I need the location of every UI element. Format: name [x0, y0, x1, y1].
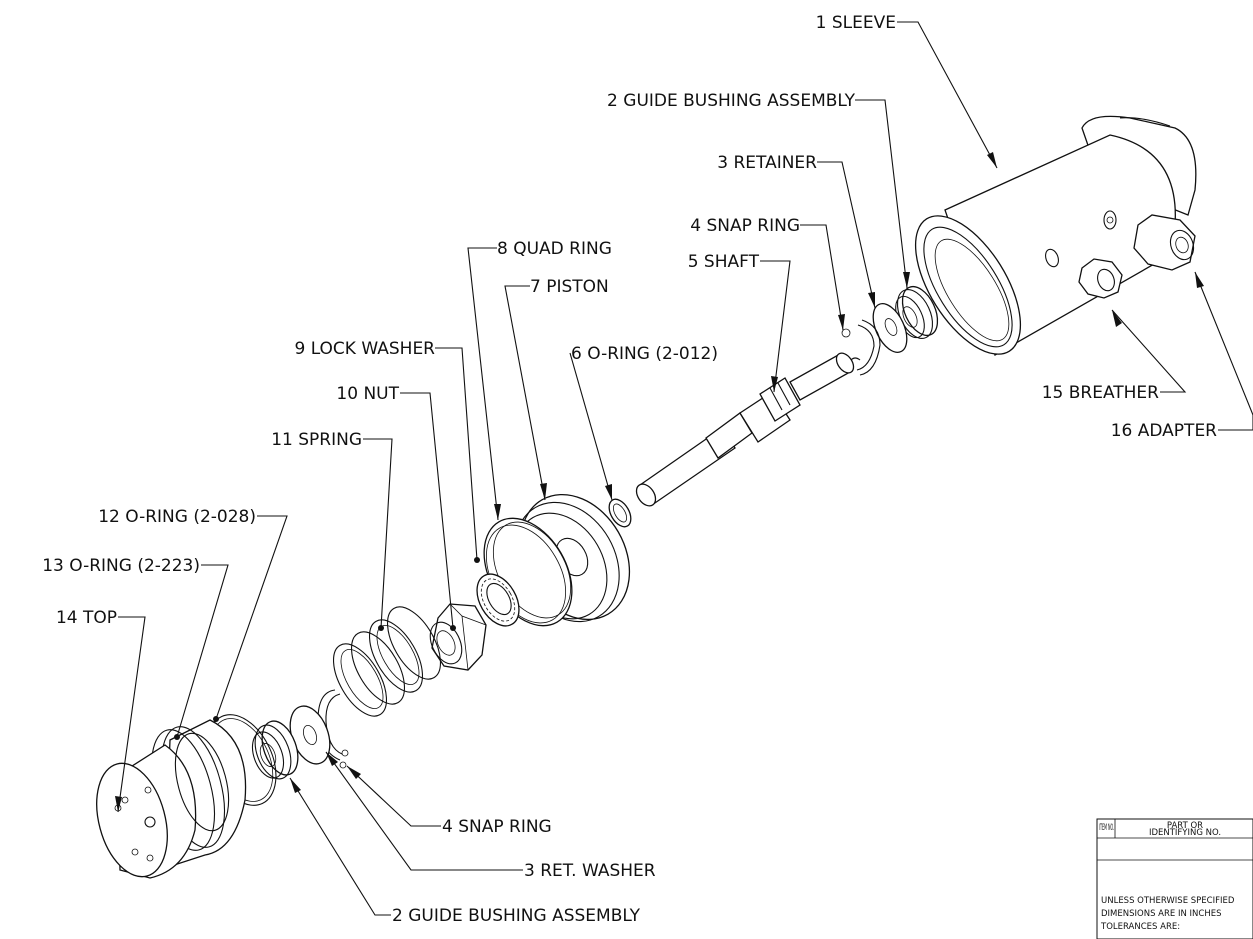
nut-part	[429, 603, 487, 671]
label-adapter: 16 ADAPTER	[1111, 421, 1217, 441]
lock-washer-part	[476, 573, 520, 627]
label-snap-ring-bottom: 4 SNAP RING	[442, 817, 552, 837]
label-o-ring-028: 12 O-RING (2-028)	[98, 507, 256, 527]
sleeve-part	[914, 115, 1197, 356]
spring-part	[332, 606, 442, 717]
label-piston: 7 PISTON	[530, 277, 609, 297]
label-snap-ring-top: 4 SNAP RING	[690, 216, 800, 236]
label-retainer: 3 RETAINER	[717, 153, 817, 173]
breather-part	[1078, 258, 1123, 299]
label-nut: 10 NUT	[336, 384, 399, 404]
label-quad-ring: 8 QUAD RING	[497, 239, 612, 259]
label-lock-washer: 9 LOCK WASHER	[294, 339, 435, 359]
leader-lines	[115, 21, 1253, 916]
top-part	[96, 719, 247, 879]
o-ring-223-part	[174, 732, 230, 832]
guide-bushing-top-part	[895, 285, 939, 339]
label-guide-bushing-top: 2 GUIDE BUSHING ASSEMBLY	[607, 91, 856, 111]
part-no-header-line1: PART OR	[1167, 821, 1203, 831]
item-no-header: ITEM NO.	[1099, 823, 1114, 833]
label-sleeve: 1 SLEEVE	[816, 13, 896, 33]
label-spring: 11 SPRING	[271, 430, 362, 450]
o-ring-012-part	[608, 498, 632, 528]
label-top: 14 TOP	[56, 608, 117, 628]
title-block: ITEM NO. PART OR IDENTIFYING NO. UNLESS …	[1096, 818, 1253, 939]
spec-note-line2: DIMENSIONS ARE IN INCHES	[1101, 909, 1221, 919]
adapter-part	[1133, 214, 1196, 271]
label-ret-washer: 3 RET. WASHER	[524, 861, 656, 881]
shaft-part	[635, 352, 855, 507]
label-shaft: 5 SHAFT	[688, 252, 760, 272]
label-breather: 15 BREATHER	[1042, 383, 1159, 403]
spec-note-line1: UNLESS OTHERWISE SPECIFIED	[1101, 896, 1235, 906]
label-o-ring-012: 6 O-RING (2-012)	[571, 344, 718, 364]
part-no-header-line2: IDENTIFYING NO.	[1149, 828, 1221, 838]
label-guide-bushing-bottom: 2 GUIDE BUSHING ASSEMBLY	[392, 906, 641, 926]
label-o-ring-223: 13 O-RING (2-223)	[42, 556, 200, 576]
retainer-part	[872, 303, 908, 353]
spec-note-line3: TOLERANCES ARE:	[1100, 922, 1180, 932]
